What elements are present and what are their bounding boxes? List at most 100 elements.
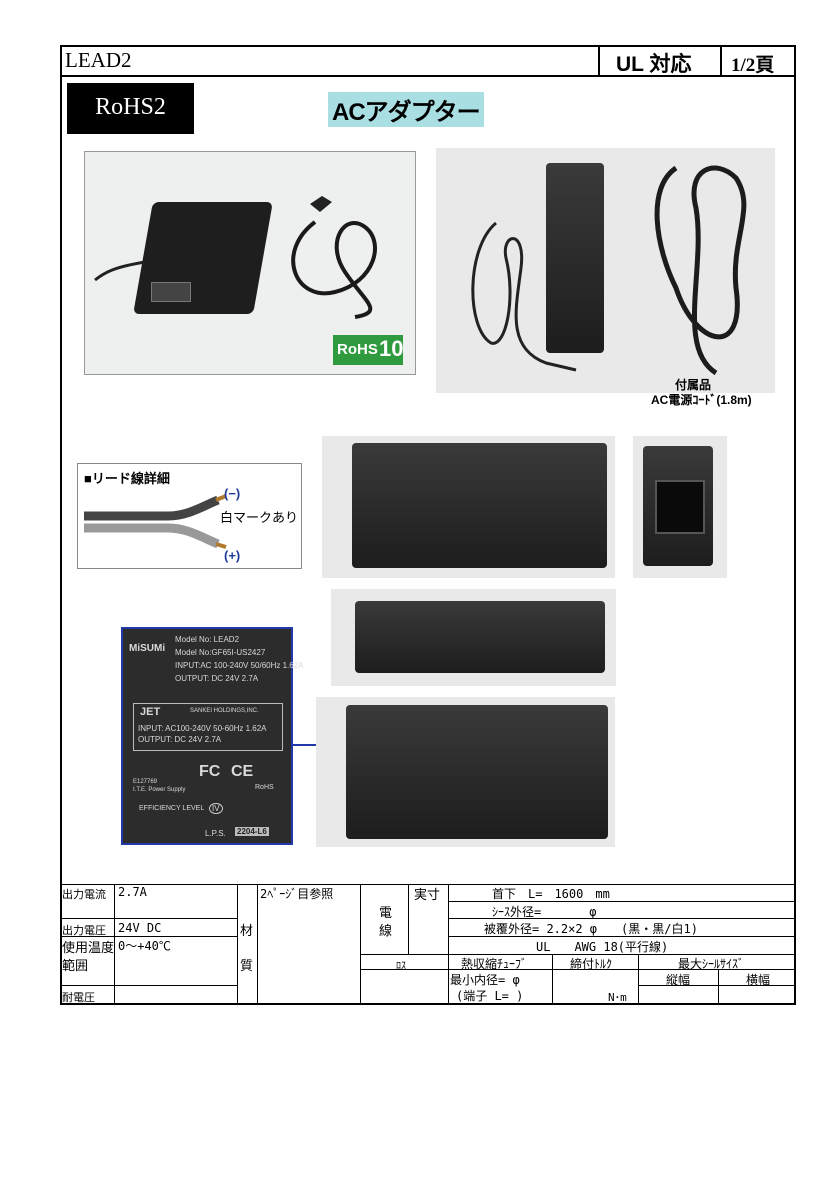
col-5 xyxy=(408,884,409,954)
out-current-label: 出力電流 xyxy=(62,888,106,901)
ul-awg: UL AWG 18(平行線) xyxy=(536,940,669,954)
ac-inlet xyxy=(151,282,191,302)
jet-output: OUTPUT: DC 24V 2.7A xyxy=(138,735,222,744)
jet-mark: JET xyxy=(140,706,161,718)
col-2 xyxy=(237,884,238,1004)
out-current-value: 2.7A xyxy=(118,885,147,899)
efficiency-mark: IV xyxy=(209,803,223,814)
out-voltage-value: 24V DC xyxy=(118,921,162,935)
product-photo-1: RoHS 10 xyxy=(84,151,416,375)
header-sep-2 xyxy=(720,45,722,76)
torque-label: 締付ﾄﾙｸ xyxy=(570,957,613,971)
adapter-side-photo xyxy=(331,589,616,686)
material-note: 2ﾍﾟｰｼﾞ目参照 xyxy=(260,887,334,901)
inlet-socket xyxy=(655,480,705,534)
jet-input: INPUT: AC100-240V 50-60Hz 1.62A xyxy=(138,724,267,733)
model-title: LEAD2 xyxy=(65,48,132,72)
cable-coils xyxy=(471,165,747,376)
rohs2-badge: RoHS2 xyxy=(67,83,194,134)
rohs10-badge: RoHS 10 xyxy=(333,335,403,365)
neck-length: 首下 L= 1600 mm xyxy=(492,887,610,901)
page-frame xyxy=(60,45,796,1005)
cover-diameter: 被覆外径= 2.2×2 φ (黒・黒/白1) xyxy=(484,922,698,936)
min-inner-diameter: 最小内径= φ xyxy=(450,973,520,987)
rohs-mark: RoHS xyxy=(255,784,274,791)
spec-top-line xyxy=(60,884,796,885)
ul-file: E127769 xyxy=(133,779,158,785)
col-6 xyxy=(448,884,449,1004)
lps-mark: L.P.S. xyxy=(205,829,226,838)
label-input: INPUT:AC 100-240V 50/60Hz 1.62A xyxy=(175,661,304,670)
page-number: 1/2頁 xyxy=(731,55,775,76)
heat-shrink-label: 熱収縮ﾁｭｰﾌﾞ xyxy=(461,957,528,971)
col-4 xyxy=(360,884,361,1004)
label-model1: Model No: LEAD2 xyxy=(175,635,240,644)
col-3 xyxy=(257,884,258,1004)
accessory-caption-2: AC電源ｺｰﾄﾞ(1.8m) xyxy=(651,393,752,407)
adapter-bottom-photo xyxy=(316,697,615,847)
header-sep-1 xyxy=(598,45,600,76)
row-mid-3 xyxy=(638,985,796,986)
seal-size-label: 最大ｼｰﾙｻｲｽﾞ xyxy=(678,957,745,971)
material-label-2: 質 xyxy=(240,958,254,973)
product-photo-2 xyxy=(436,148,775,393)
row-left-2 xyxy=(60,936,238,937)
actual-size: 実寸 xyxy=(414,887,441,902)
seal-vertical: 縦幅 xyxy=(666,973,691,987)
adapter-top-view xyxy=(352,443,607,568)
wire-label-2: 線 xyxy=(379,923,393,938)
fcc-mark: FC xyxy=(199,763,221,780)
label-model2: Model No:GF65I-US2427 xyxy=(175,648,266,657)
col-8 xyxy=(638,954,639,1004)
loss-label: ﾛｽ xyxy=(396,961,406,972)
adapter-top-photo xyxy=(322,436,615,578)
row-left-1 xyxy=(60,918,238,919)
cord-drawing xyxy=(94,196,377,319)
row-right-1 xyxy=(448,901,796,902)
lead-plus: (+) xyxy=(224,548,241,563)
col-9 xyxy=(718,969,719,1004)
out-voltage-label: 出力電圧 xyxy=(62,924,106,937)
jet-box: JET SANKEI HOLDINGS,INC. INPUT: AC100-24… xyxy=(133,703,283,751)
efficiency-level: EFFICIENCY LEVEL xyxy=(139,805,205,812)
adapter-bottom-view xyxy=(346,705,608,839)
row-left-3 xyxy=(60,985,238,986)
row-mid-2 xyxy=(360,969,796,970)
label-closeup: MiSUMi Model No: LEAD2 Model No:GF65I-US… xyxy=(121,627,304,845)
torque-unit: N･m xyxy=(608,991,627,1004)
product-title: ACアダプター xyxy=(328,92,484,127)
row-right-3 xyxy=(448,936,796,937)
col-7 xyxy=(552,954,553,1004)
rohs2-label: RoHS2 xyxy=(95,94,166,120)
lead-detail-title: ■リード線詳細 xyxy=(84,471,170,486)
label-brand: MiSUMi xyxy=(129,643,166,654)
temp-label-2: 範囲 xyxy=(62,958,89,973)
rohs10-number: 10 xyxy=(379,336,404,361)
lead-white-mark: 白マークあり xyxy=(220,510,299,525)
withstand-label: 耐電圧 xyxy=(62,991,95,1004)
adapter-inlet-photo xyxy=(633,436,727,578)
rohs10-label: RoHS xyxy=(337,341,378,358)
accessory-caption-1: 付属品 xyxy=(675,378,712,392)
row-mid-1 xyxy=(360,954,796,955)
row-right-2 xyxy=(448,918,796,919)
material-label-1: 材 xyxy=(240,923,254,938)
adapter-vertical xyxy=(546,163,604,353)
wire-label-1: 電 xyxy=(379,905,393,920)
adapter-end-view xyxy=(643,446,713,566)
ite-note: I.T.E. Power Supply xyxy=(133,787,186,793)
lps-code: 2204-L6 xyxy=(235,827,269,836)
jet-maker: SANKEI HOLDINGS,INC. xyxy=(190,708,259,714)
temp-label-1: 使用温度 xyxy=(62,940,115,955)
col-1 xyxy=(114,884,115,1004)
lead-minus: (−) xyxy=(224,486,241,501)
ce-mark: CE xyxy=(231,763,254,780)
temp-value: 0～+40℃ xyxy=(118,939,171,953)
adapter-side-view xyxy=(355,601,605,673)
terminal-length: (端子 L= ) xyxy=(456,989,524,1003)
lead-wire-detail: ■リード線詳細 (−) 白マークあり (+) xyxy=(77,463,302,569)
lead-wire-drawing xyxy=(84,494,227,549)
sheath-diameter: ｼｰｽ外径= φ xyxy=(492,905,597,919)
seal-horizontal: 横幅 xyxy=(746,973,771,987)
header-divider xyxy=(60,75,796,77)
